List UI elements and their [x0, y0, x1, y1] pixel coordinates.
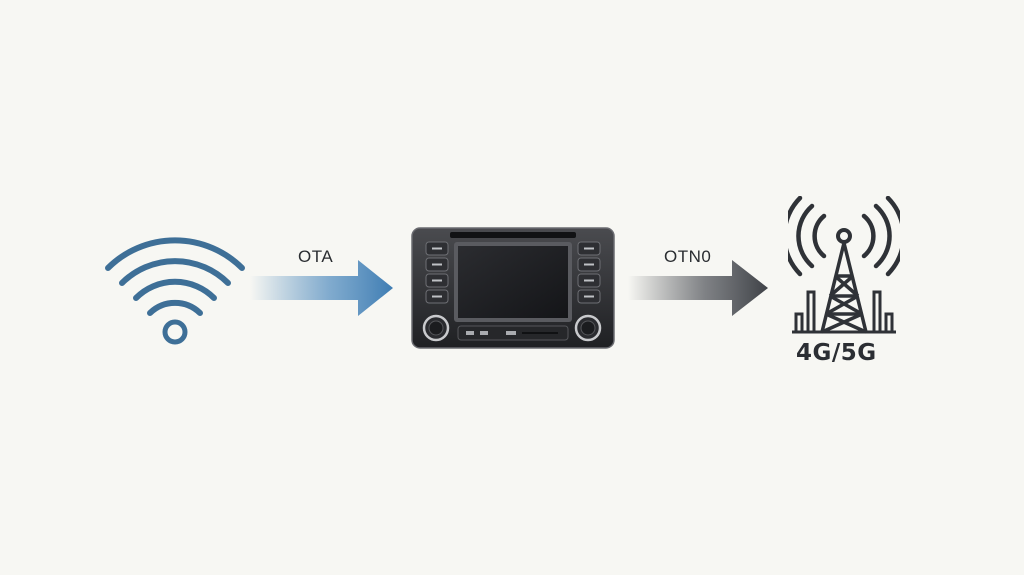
- wifi-icon: [100, 228, 250, 348]
- otn0-label: OTN0: [664, 247, 712, 266]
- network-caption: 4G/5G: [796, 340, 877, 366]
- ota-label: OTA: [298, 247, 334, 266]
- arrow-right-icon: [250, 258, 395, 318]
- arrow-right-icon: [628, 258, 770, 318]
- cell-tower-icon: [788, 196, 900, 341]
- car-head-unit-icon: [410, 222, 616, 350]
